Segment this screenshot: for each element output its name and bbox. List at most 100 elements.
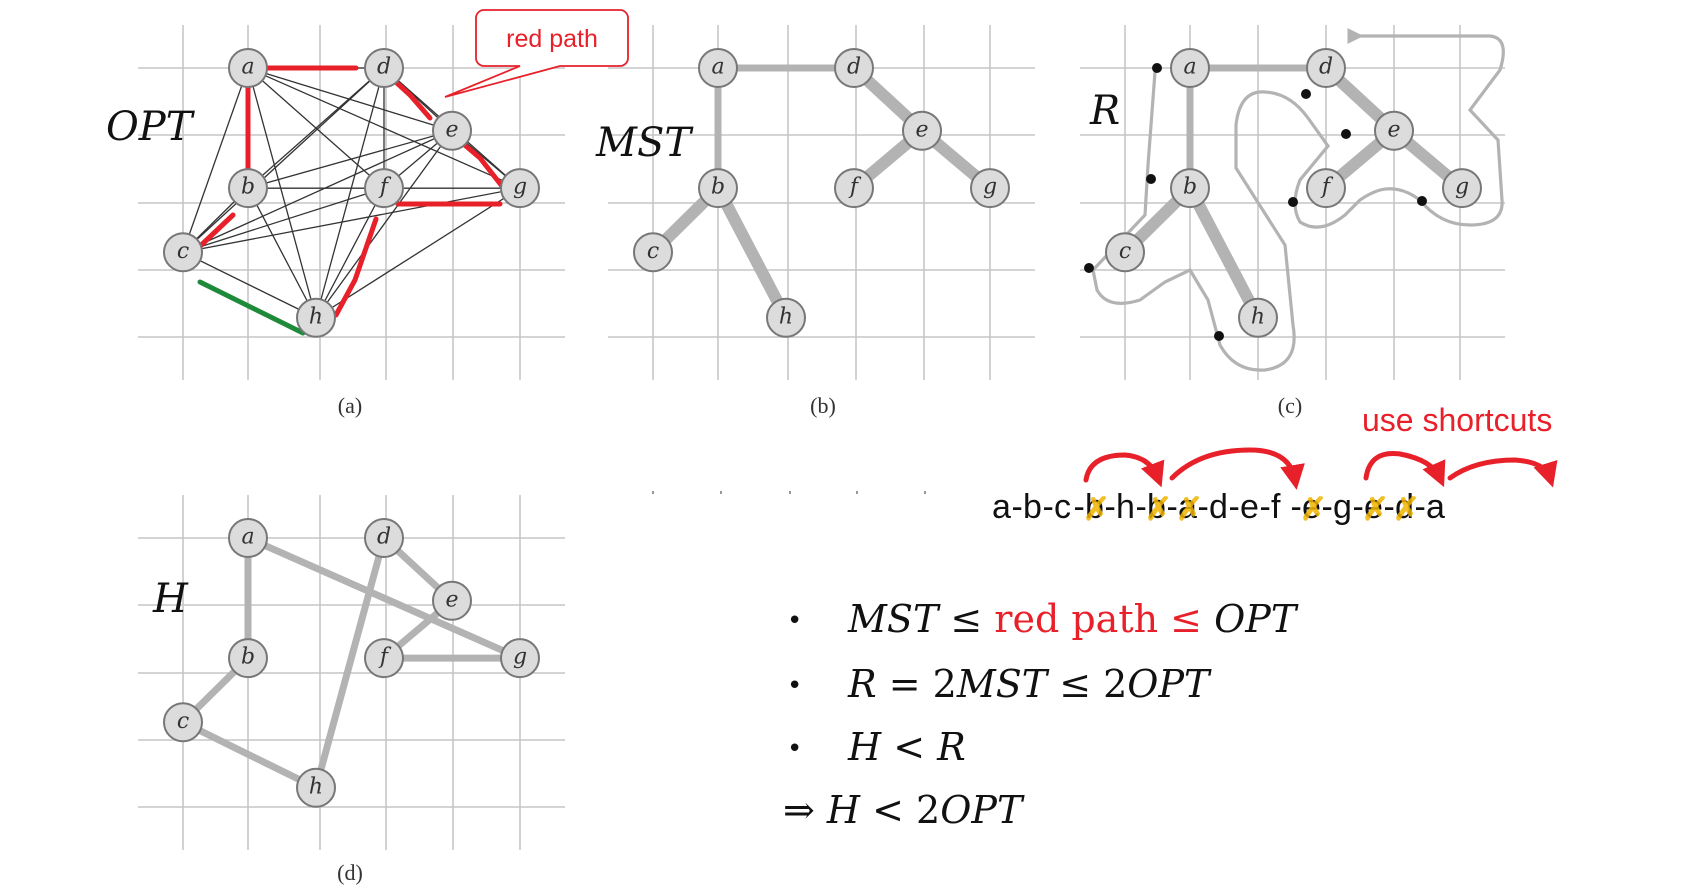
node-label: b <box>1183 175 1197 200</box>
node-a: a <box>1170 48 1210 88</box>
node-a: a <box>698 48 738 88</box>
node-c: c <box>633 232 673 273</box>
node-e: e <box>1374 110 1414 151</box>
walk-token: - <box>1167 488 1178 526</box>
node-label: b <box>241 175 255 200</box>
walk-token: - <box>1384 488 1395 526</box>
walk-sequence: a-b-c-b-h-b-a-d-e-f-e-g-e-d-a <box>992 488 1445 526</box>
node-b: b <box>228 638 268 679</box>
node-g: g <box>500 638 540 679</box>
panel-title: MST <box>595 120 694 166</box>
inequality-list: •MST ≤ red path ≤ OPT • R = 2MST ≤ 2OPT • H … <box>783 597 1299 832</box>
statement-row: • H < R <box>787 725 966 769</box>
node-f: f <box>834 168 874 209</box>
faint-dots <box>652 491 926 494</box>
node-h: h <box>766 297 806 338</box>
node-h: h <box>1238 297 1278 338</box>
node-label: d <box>377 525 391 550</box>
node-g: g <box>500 168 540 209</box>
node-d: d <box>1306 48 1346 88</box>
bullet: • <box>787 671 802 701</box>
walk-token: c <box>1054 488 1071 526</box>
node-label: g <box>513 645 527 670</box>
node-label: a <box>711 55 724 80</box>
node-d: d <box>834 48 874 88</box>
walk-token: - <box>1415 488 1426 526</box>
cross-mark: ✗ <box>1300 491 1327 527</box>
walk-token: e <box>1364 488 1383 526</box>
green-edge <box>197 279 306 336</box>
node-a: a <box>228 518 268 558</box>
graph-edge <box>182 67 385 253</box>
cross-mark: ✗ <box>1145 491 1172 527</box>
statement-text: MST ≤ red path ≤ OPT <box>847 597 1299 641</box>
node-label: h <box>1251 304 1265 329</box>
tour-edge <box>244 534 524 662</box>
node-label: g <box>1455 175 1469 200</box>
bullet: • <box>787 734 802 764</box>
node-label: e <box>445 587 458 612</box>
node-label: a <box>241 525 254 550</box>
walk-token: - <box>1198 488 1209 526</box>
walk-token: b <box>1147 488 1166 526</box>
walk-token: e <box>1240 488 1259 526</box>
walk-token: - <box>1136 488 1147 526</box>
nodes: a de b f g c h <box>633 48 1010 338</box>
panel-caption: (c) <box>1278 393 1302 418</box>
walk-token: e <box>1302 488 1321 526</box>
graph-edge <box>315 187 385 319</box>
walk-token: - <box>1291 488 1302 526</box>
cross-mark: ✗ <box>1362 491 1389 527</box>
walk-token: f <box>1271 488 1281 526</box>
node-f: f <box>1306 168 1346 209</box>
graph-edge <box>182 67 249 253</box>
walk-token: a <box>1178 488 1197 526</box>
node-b: b <box>698 168 738 209</box>
node-label: e <box>1387 117 1400 142</box>
walk-token: - <box>1353 488 1364 526</box>
node-label: g <box>513 175 527 200</box>
statement-text: H < R <box>847 725 966 769</box>
walk-token: a <box>1426 488 1445 526</box>
node-label: g <box>983 175 997 200</box>
node-e: e <box>902 110 942 151</box>
walk-token: - <box>1229 488 1240 526</box>
node-c: c <box>1105 232 1145 273</box>
graph-edge <box>182 130 453 253</box>
node-label: d <box>1319 55 1333 80</box>
node-d: d <box>364 518 404 558</box>
statement-row: •MST ≤ red path ≤ OPT <box>787 597 1299 641</box>
shortcuts-label: use shortcuts <box>1362 402 1552 438</box>
node-label: b <box>241 645 255 670</box>
node-g: g <box>1442 168 1482 209</box>
node-label: d <box>377 55 391 80</box>
walk-token: d <box>1395 488 1414 526</box>
walk-token: d <box>1209 488 1228 526</box>
graph-edge <box>182 251 317 319</box>
node-f: f <box>364 638 404 679</box>
callout-label: red path <box>506 25 598 53</box>
graph-edge <box>315 130 453 319</box>
walk-token: - <box>1105 488 1116 526</box>
nodes: a d e b f g c h <box>1105 48 1482 338</box>
shortcuts-annotation: use shortcuts a-b-c-b-h-b-a-d-e-f-e-g-e-… <box>992 402 1558 527</box>
panel-title: R <box>1089 88 1120 134</box>
cross-mark: ✗ <box>1083 491 1110 527</box>
node-label: a <box>241 55 254 80</box>
walk-token: - <box>1012 488 1023 526</box>
mst-edge <box>712 182 792 324</box>
node-b: b <box>228 168 268 209</box>
node-label: e <box>445 117 458 142</box>
node-d: d <box>364 48 404 88</box>
statement-text: R = 2MST ≤ 2OPT <box>847 662 1212 706</box>
panel-caption: (d) <box>337 860 363 885</box>
node-label: c <box>1119 239 1131 264</box>
node-label: c <box>177 239 189 264</box>
walk-token: a <box>992 488 1011 526</box>
node-label: b <box>711 175 725 200</box>
node-label: h <box>779 304 793 329</box>
node-g: g <box>970 168 1010 209</box>
